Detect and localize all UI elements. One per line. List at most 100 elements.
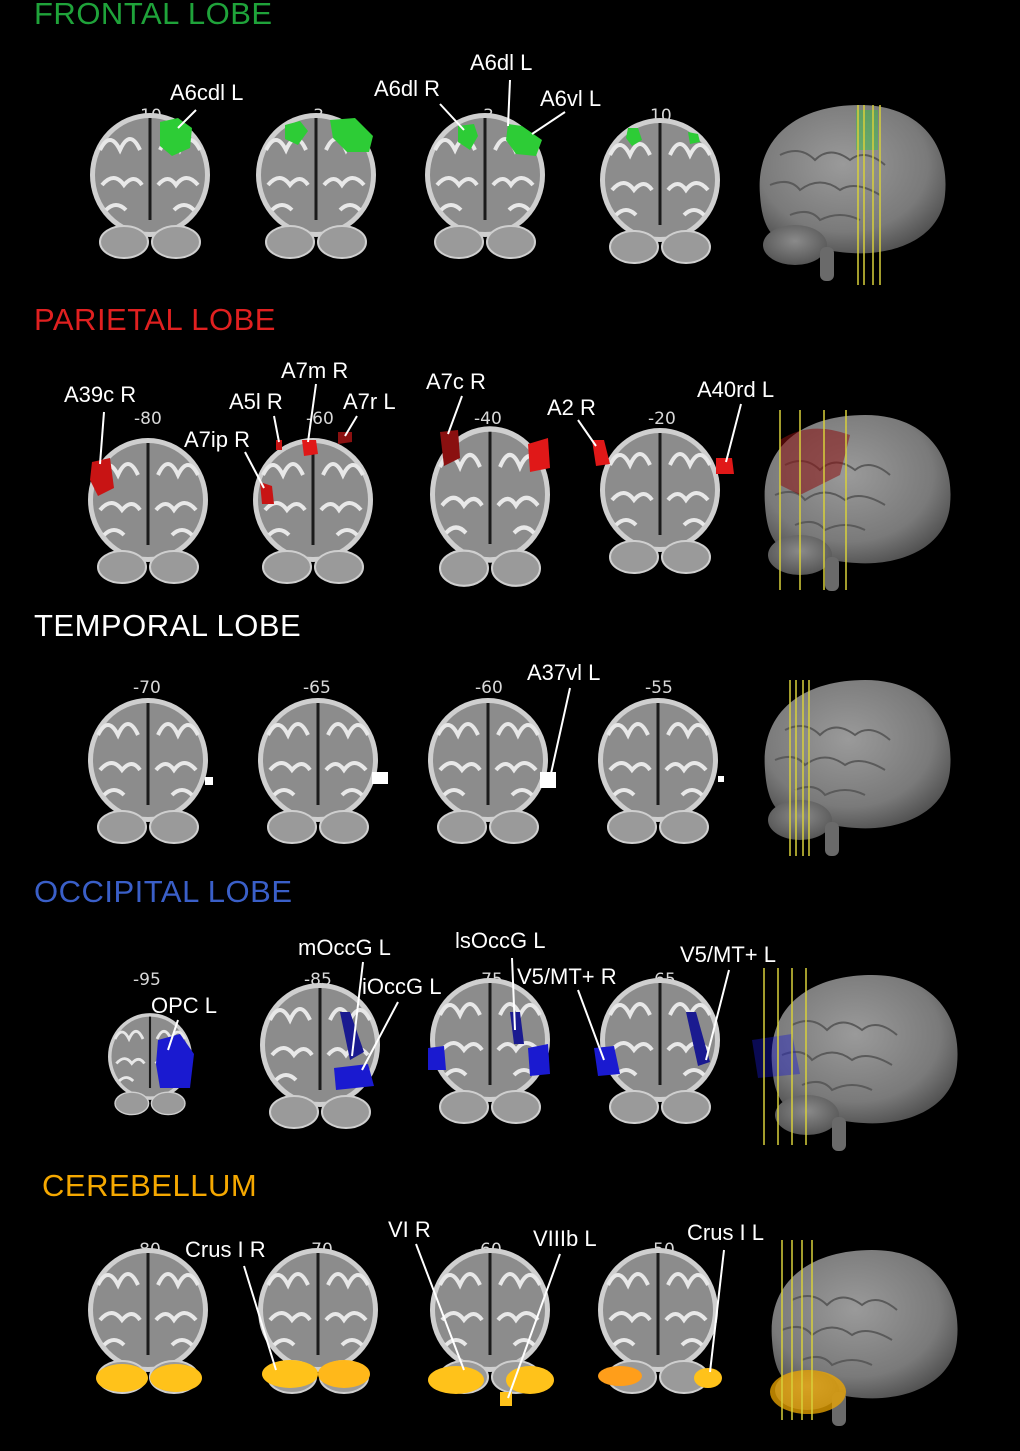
region-label: A40rd L xyxy=(697,377,775,402)
brain-3d-render xyxy=(770,974,959,1152)
region-blob xyxy=(598,1366,642,1386)
region-blob xyxy=(592,440,610,466)
coronal-slice xyxy=(426,696,550,845)
region-blob xyxy=(540,772,556,788)
region-label: A37vl L xyxy=(527,660,601,685)
region-blob xyxy=(205,777,213,785)
region-blob xyxy=(156,1034,194,1088)
region-blob xyxy=(160,118,192,156)
coronal-slice xyxy=(258,981,382,1130)
region-blob xyxy=(285,121,308,145)
brain-3d-render xyxy=(763,679,952,857)
coronal-slice xyxy=(88,111,212,260)
slice-number: -20 xyxy=(648,409,676,429)
region-label: A6dl L xyxy=(470,50,533,75)
slice-number: -95 xyxy=(133,970,161,990)
region-blob xyxy=(506,1366,554,1394)
region-blob xyxy=(318,1360,370,1388)
section-title-cerebellum: CEREBELLUM xyxy=(42,1168,258,1203)
leader-lines xyxy=(243,1243,725,1399)
region-label: A6cdl L xyxy=(170,80,244,105)
region-blob xyxy=(688,132,700,144)
slice-position-lines xyxy=(781,1240,813,1420)
region-blob xyxy=(626,128,642,146)
region-blob xyxy=(510,1012,524,1044)
region-label: lsOccG L xyxy=(455,928,546,953)
section-cerebellum: CEREBELLUM -80 -70 -60 -50 Crus I R VI R… xyxy=(0,1160,1020,1451)
region-blob xyxy=(340,1012,364,1060)
section-title-temporal: TEMPORAL LOBE xyxy=(34,608,302,643)
region-blob xyxy=(262,1360,318,1388)
coronal-slice xyxy=(251,436,375,585)
region-blob xyxy=(506,124,542,156)
region-blob xyxy=(428,1366,484,1394)
section-frontal-lobe: FRONTAL LOBE -10 -3 3 10 A6cdl L A6dl R … xyxy=(0,0,1020,300)
leader-lines xyxy=(167,957,730,1071)
region-blob xyxy=(330,118,373,152)
slice-number: -80 xyxy=(134,409,162,429)
brain-3d-render xyxy=(758,104,947,282)
leader-lines xyxy=(549,687,571,779)
region-label: Crus I R xyxy=(185,1237,266,1262)
region-label: VI R xyxy=(388,1217,431,1242)
section-title-frontal: FRONTAL LOBE xyxy=(34,0,273,31)
region-label: A2 R xyxy=(547,395,596,420)
region-blob xyxy=(150,1364,202,1392)
slice-position-lines xyxy=(857,105,881,285)
slice-number: -70 xyxy=(133,678,161,698)
region-blob xyxy=(718,776,724,782)
region-label: A7m R xyxy=(281,358,349,383)
region-label: V5/MT+ L xyxy=(680,942,776,967)
region-blob xyxy=(338,432,352,444)
region-label: Crus I L xyxy=(687,1220,765,1245)
slice-position-lines xyxy=(763,968,807,1145)
region-label: VIIIb L xyxy=(533,1226,597,1251)
region-blob xyxy=(90,458,114,496)
region-blob xyxy=(716,458,734,474)
region-label: OPC L xyxy=(151,993,218,1018)
region-label: A5l R xyxy=(229,389,283,414)
region-blob xyxy=(428,1046,446,1070)
region-label: A6dl R xyxy=(374,76,441,101)
slice-position-lines xyxy=(789,680,810,856)
region-blob xyxy=(334,1064,374,1090)
slice-number: -60 xyxy=(475,678,503,698)
slice-number: -65 xyxy=(303,678,331,698)
region-blob xyxy=(440,430,460,466)
region-label: A39c R xyxy=(64,382,137,407)
region-label: iOccG L xyxy=(362,974,442,999)
coronal-slice xyxy=(596,696,720,845)
section-temporal-lobe: TEMPORAL LOBE -70 -65 -60 -55 A37vl L xyxy=(0,600,1020,880)
leader-lines xyxy=(177,79,566,135)
region-blob xyxy=(694,1368,722,1388)
region-label: A7c R xyxy=(426,369,486,394)
region-label: A6vl L xyxy=(540,86,602,111)
region-blob xyxy=(594,1046,620,1076)
region-blob xyxy=(458,124,478,150)
region-blob xyxy=(372,772,388,784)
coronal-slice xyxy=(598,426,722,575)
region-blob xyxy=(528,438,550,472)
region-blob xyxy=(686,1012,710,1066)
region-blob xyxy=(528,1044,550,1076)
coronal-slice xyxy=(256,696,380,845)
region-blob xyxy=(302,440,318,456)
coronal-slice xyxy=(598,116,722,265)
region-blob xyxy=(96,1364,148,1392)
slice-position-lines xyxy=(779,410,847,590)
slice-number: -40 xyxy=(474,409,502,429)
section-title-occipital: OCCIPITAL LOBE xyxy=(34,874,293,909)
leader-lines xyxy=(99,383,742,489)
region-label: mOccG L xyxy=(298,935,391,960)
slice-number: -55 xyxy=(645,678,673,698)
section-title-parietal: PARIETAL LOBE xyxy=(34,302,276,337)
section-parietal-lobe: PARIETAL LOBE -80 -60 -40 -20 A39c R A5l… xyxy=(0,300,1020,600)
region-blob xyxy=(276,440,282,450)
region-label: V5/MT+ R xyxy=(517,964,617,989)
region-label: A7r L xyxy=(343,389,396,414)
slice-number: -60 xyxy=(306,409,334,429)
coronal-slice xyxy=(86,696,210,845)
region-label: A7ip R xyxy=(184,427,251,452)
